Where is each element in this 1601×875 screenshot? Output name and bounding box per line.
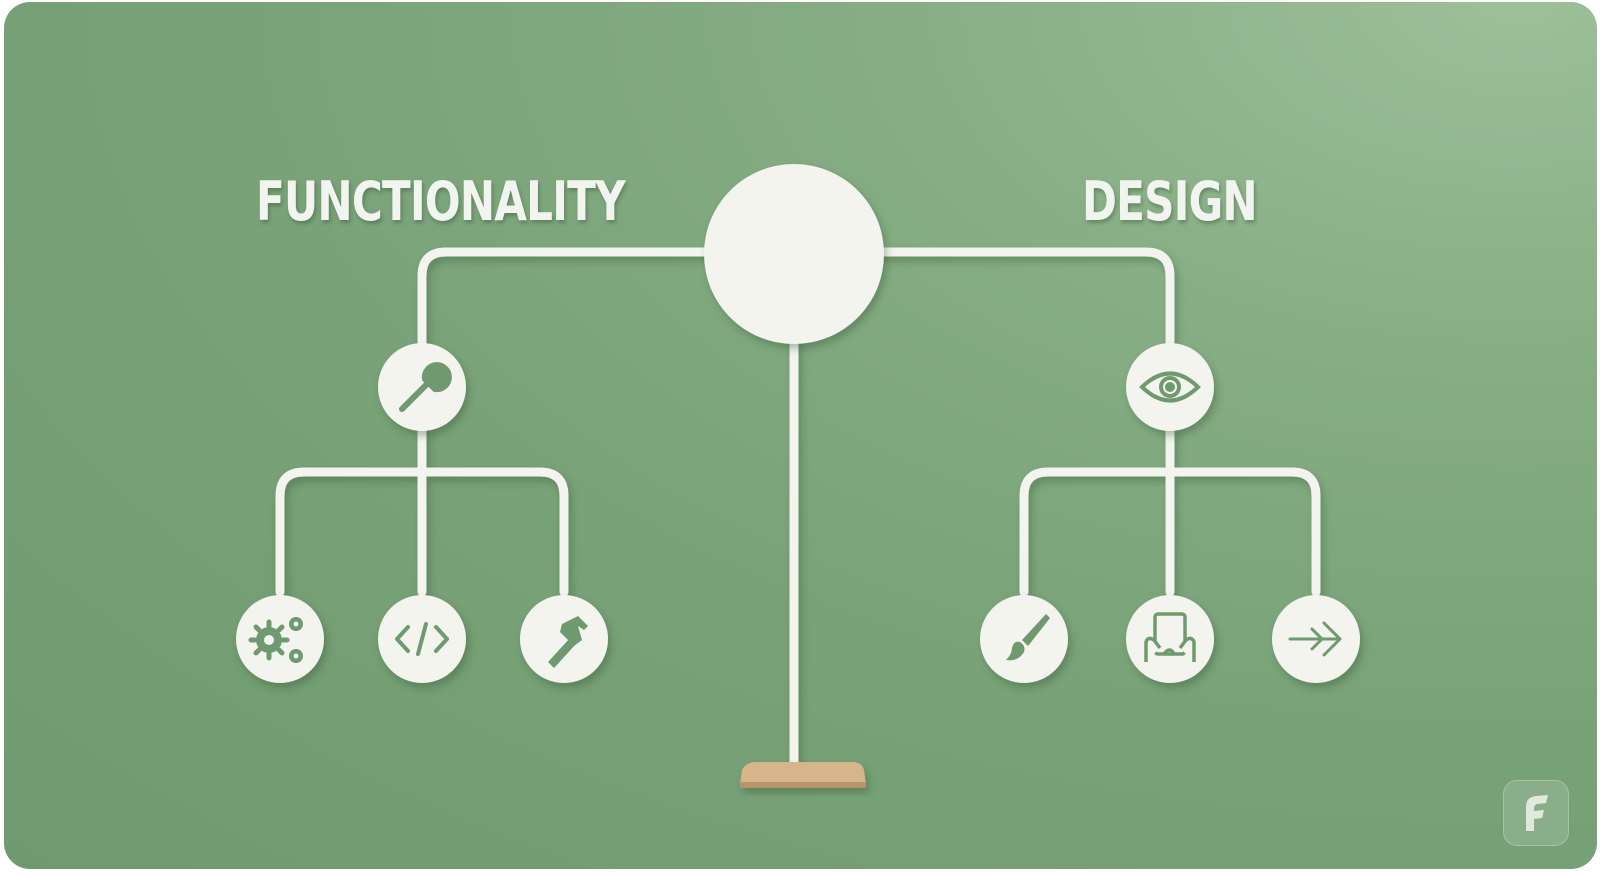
gears-icon: [248, 617, 303, 663]
beam-left-connector: [417, 247, 729, 347]
eye-icon: [1139, 371, 1201, 403]
paintbrush-icon: [1006, 614, 1050, 661]
beam-right-connector: [859, 247, 1175, 347]
gears-node: [236, 595, 324, 683]
brand-logo: [1503, 780, 1569, 846]
eye-node: [1126, 343, 1214, 431]
diagram-canvas: FUNCTIONALITY DESIGN: [4, 2, 1597, 869]
left-branch-lines: [275, 422, 569, 597]
hammer-icon: [548, 616, 588, 668]
scale-diagram: [236, 164, 1360, 788]
code-icon: [395, 622, 449, 656]
arrow-node: [1272, 595, 1360, 683]
tablet-touch-icon: [1144, 612, 1196, 662]
arrow-right-icon: [1288, 621, 1342, 657]
tablet-node: [1126, 595, 1214, 683]
code-node: [378, 595, 466, 683]
design-label: DESIGN: [1082, 170, 1258, 233]
brand-logo-icon: [1526, 795, 1548, 831]
center-circle: [704, 164, 884, 344]
paintbrush-node: [980, 595, 1068, 683]
wrench-node: [378, 343, 466, 431]
hammer-node: [520, 595, 608, 683]
wrench-icon: [399, 362, 452, 412]
functionality-label: FUNCTIONALITY: [256, 170, 626, 233]
wooden-base: [740, 762, 866, 788]
right-branch-lines: [1019, 422, 1321, 597]
